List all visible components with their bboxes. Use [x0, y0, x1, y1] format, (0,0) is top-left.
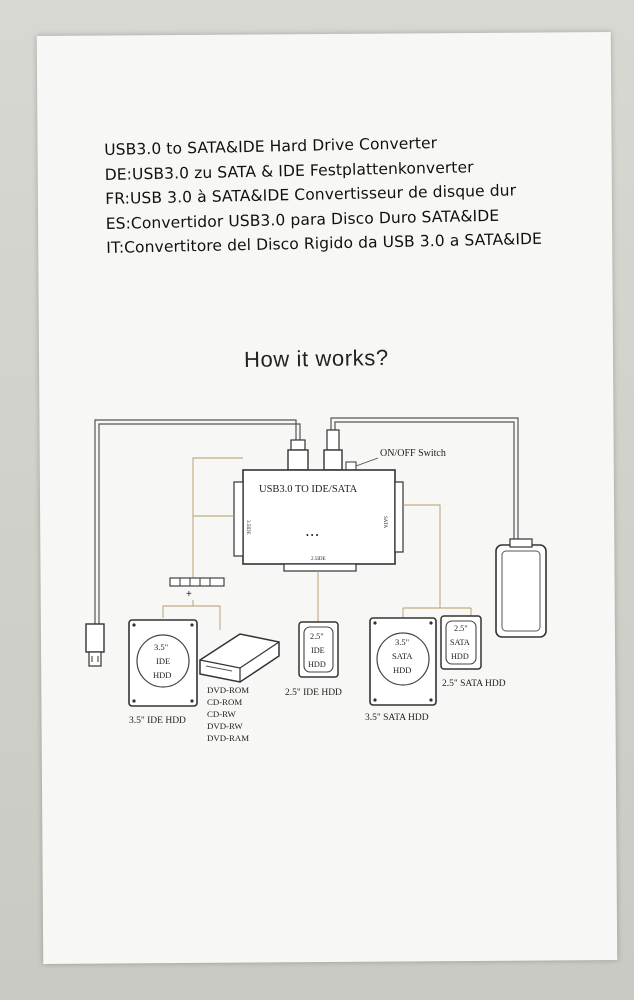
hdd-35-sata-icon: [369, 617, 437, 706]
hdd-25-ide-icon: [298, 621, 339, 678]
optical-type-3: CD-RW: [207, 709, 237, 719]
hdd-25-sata-size: 2.5": [454, 624, 468, 633]
status-dots: • • •: [306, 531, 319, 540]
hdd-35-sata-type: SATA: [392, 651, 413, 661]
hdd-25-ide-unit: HDD: [308, 660, 326, 669]
usb-cable-left: [94, 419, 301, 625]
usb-connector-top-icon: [287, 439, 309, 471]
hdd-35-ide-unit: HDD: [153, 670, 171, 680]
port-label-left: 3.5IDE: [245, 520, 250, 535]
port-label-right: SATA: [382, 516, 387, 528]
power-adapter-icon: [495, 538, 547, 638]
hdd-25-sata-type: SATA: [450, 638, 470, 647]
optical-drive-icon: [199, 633, 280, 683]
hdd-35-sata-caption: 3.5" SATA HDD: [365, 713, 429, 723]
optical-type-2: CD-ROM: [207, 697, 242, 707]
hdd-25-ide-type: IDE: [311, 646, 325, 655]
power-plus-sign: +: [186, 589, 192, 600]
optical-type-1: DVD-ROM: [207, 685, 249, 695]
switch-leader-line: [355, 457, 379, 467]
molex-power-connector-icon: [169, 577, 225, 587]
hdd-25-sata-icon: [440, 615, 482, 670]
optical-type-4: DVD-RW: [207, 721, 243, 731]
converter-label: USB3.0 TO IDE/SATA: [259, 484, 358, 495]
hdd-25-sata-unit: HDD: [451, 652, 469, 661]
power-cable-right: [330, 417, 519, 545]
hdd-35-ide-caption: 3.5" IDE HDD: [129, 716, 186, 726]
usb-plug-icon: [85, 623, 105, 667]
hdd-35-sata-unit: HDD: [393, 665, 411, 675]
hdd-25-ide-size: 2.5": [310, 632, 324, 641]
hdd-35-ide-icon: [128, 619, 198, 707]
power-connector-top-icon: [323, 429, 343, 471]
port-label-bottom: 2.5IDE: [311, 557, 326, 562]
hdd-35-ide-type: IDE: [156, 656, 170, 666]
converter-box: [233, 469, 404, 572]
hdd-25-sata-caption: 2.5" SATA HDD: [442, 679, 506, 689]
connector-lines: [162, 457, 472, 630]
hdd-35-sata-size: 3.5": [395, 637, 409, 647]
optical-type-5: DVD-RAM: [207, 733, 249, 743]
on-off-switch-label: ON/OFF Switch: [380, 448, 446, 459]
hdd-25-ide-caption: 2.5" IDE HDD: [285, 688, 342, 698]
hdd-35-ide-size: 3.5": [154, 642, 168, 652]
on-off-switch-icon: [345, 461, 357, 471]
